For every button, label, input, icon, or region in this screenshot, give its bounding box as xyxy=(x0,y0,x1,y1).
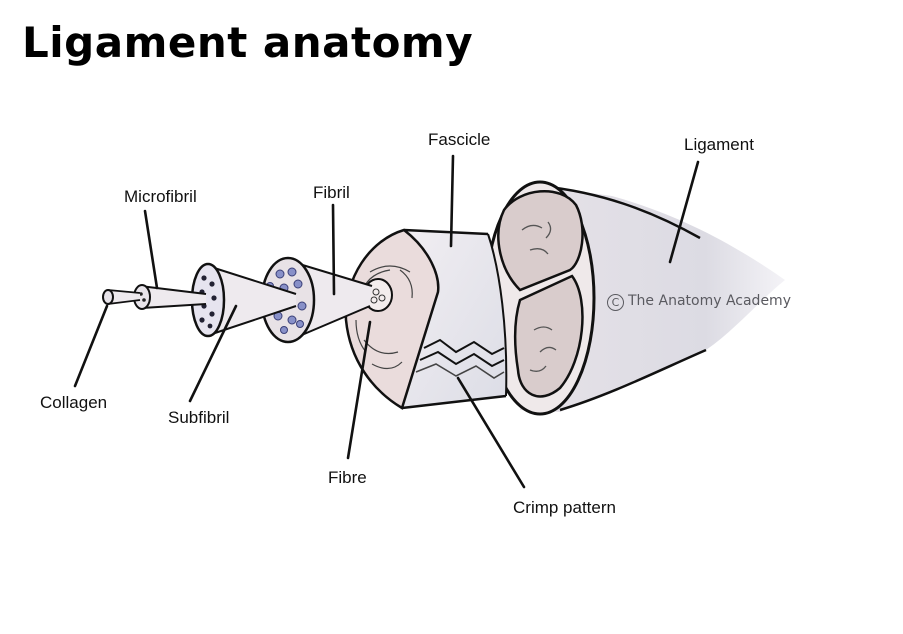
label-fibre: Fibre xyxy=(328,468,367,487)
leader-lines xyxy=(73,154,700,489)
label-microfibril: Microfibril xyxy=(124,187,197,206)
subfibril-leader-line xyxy=(188,304,238,403)
label-crimp-pattern: Crimp pattern xyxy=(513,498,616,517)
ligament-leader-line xyxy=(668,160,700,264)
watermark-text: The Anatomy Academy xyxy=(628,293,791,309)
fascicle-leader-line xyxy=(449,154,455,248)
ligament-shape xyxy=(484,180,785,416)
label-fascicle: Fascicle xyxy=(428,130,491,149)
label-subfibril: Subfibril xyxy=(168,408,230,427)
collagen-leader-line xyxy=(73,304,109,388)
collagen-shape xyxy=(102,289,141,305)
fibril-leader-line xyxy=(331,203,336,296)
fascicle-shape xyxy=(344,228,508,410)
label-fibril: Fibril xyxy=(313,183,350,202)
label-ligament: Ligament xyxy=(684,135,754,154)
crimp-pattern-leader-line xyxy=(456,376,526,489)
label-collagen: Collagen xyxy=(40,393,108,412)
copyright-icon: C xyxy=(607,294,624,311)
diagram-title: Ligament anatomy xyxy=(22,18,474,67)
fibre-leader-line xyxy=(346,320,372,460)
microfibril-leader-line xyxy=(143,209,159,290)
microfibril-shape xyxy=(133,284,207,310)
